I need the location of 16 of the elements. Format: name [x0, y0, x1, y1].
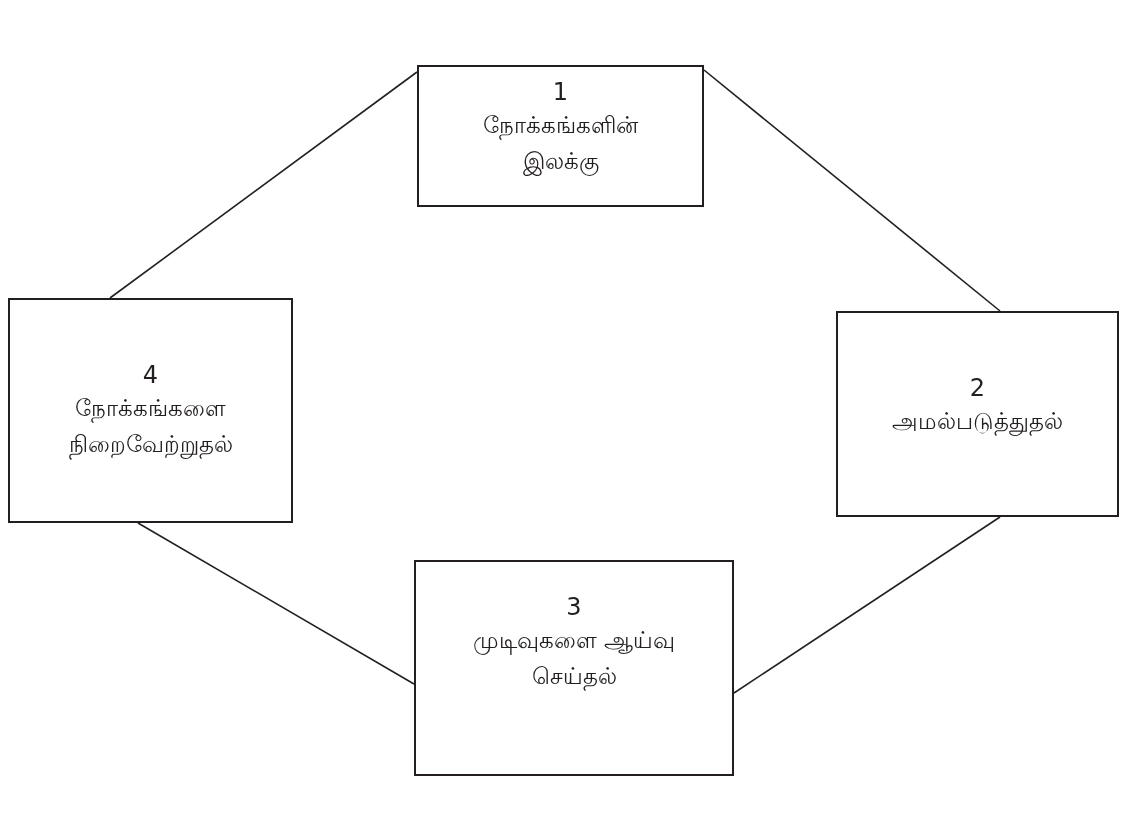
- step-label: அமல்படுத்துதல்: [892, 407, 1063, 438]
- step-label: முடிவுகளை ஆய்வு செய்தல்: [471, 626, 677, 693]
- step-number: 2: [969, 373, 986, 403]
- step-label: நோக்கங்களை நிறைவேற்றுதல்: [20, 390, 281, 462]
- connector-line: [703, 69, 1001, 312]
- step-box: [836, 311, 1119, 517]
- step-box: [414, 560, 734, 776]
- step-label: நோக்கங்களின் இலக்கு: [482, 111, 639, 178]
- connector-line: [137, 522, 415, 685]
- connector-line: [109, 71, 418, 299]
- step-box: [417, 65, 704, 207]
- connector-line: [733, 516, 1001, 694]
- step-number: 3: [566, 592, 582, 622]
- step-number: 4: [142, 360, 159, 390]
- step-number: 1: [552, 77, 569, 107]
- step-box: [8, 298, 293, 523]
